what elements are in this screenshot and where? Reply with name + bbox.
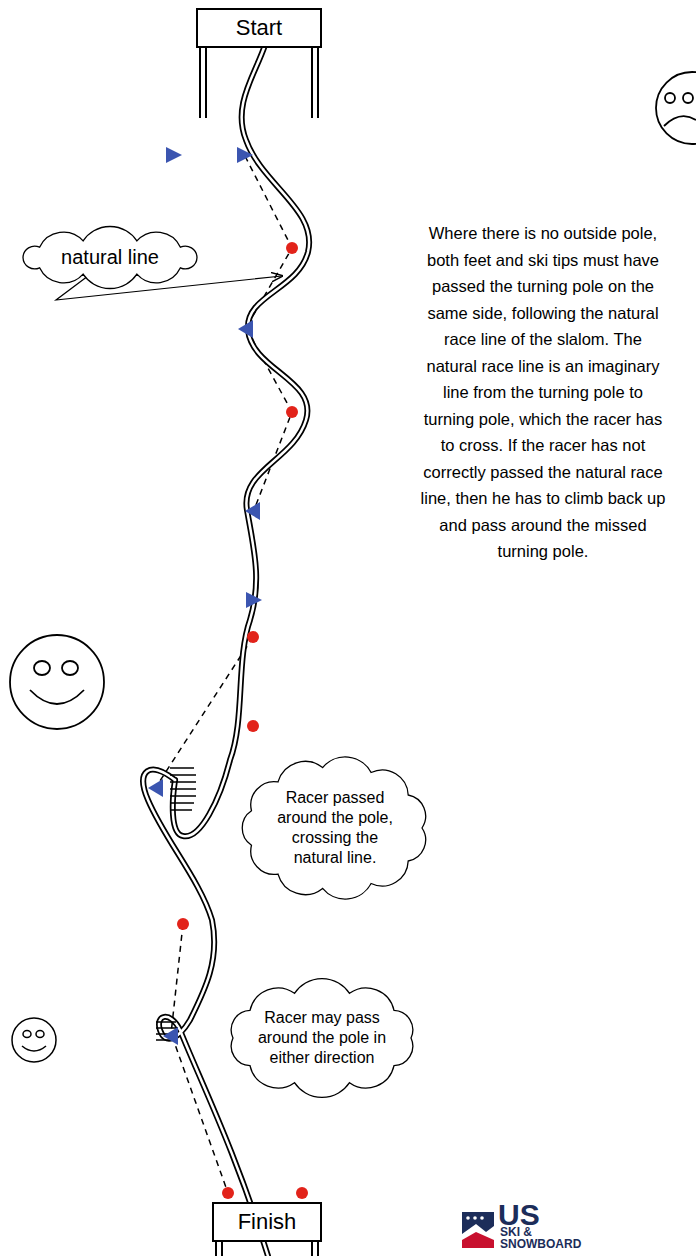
node-text: Start xyxy=(236,14,282,42)
callout-cloud: Racer passed around the pole, crossing t… xyxy=(245,764,425,892)
node-text: natural line xyxy=(61,245,159,270)
node-text: Racer passed around the pole, crossing t… xyxy=(275,788,395,868)
logo-text: SNOWBOARD xyxy=(500,1238,610,1250)
node-text: Finish xyxy=(238,1208,297,1236)
sidestep-marks xyxy=(156,768,196,1040)
cloud-outline xyxy=(245,764,425,892)
frown-face xyxy=(656,72,696,144)
small-happy-face xyxy=(12,1018,56,1062)
happy-face xyxy=(10,635,104,729)
rule-note: Where there is no outside pole, both fee… xyxy=(418,220,668,565)
gate-box: Finish xyxy=(212,1202,322,1242)
node-text: Racer may pass around the pole in either… xyxy=(256,1008,388,1068)
logo-text: SKI & xyxy=(500,1226,580,1238)
gate-box: Start xyxy=(196,8,322,48)
callout-cloud: Racer may pass around the pole in either… xyxy=(230,988,414,1088)
callout-cloud: natural line xyxy=(20,237,200,278)
logo-flag-icon xyxy=(462,1212,494,1248)
